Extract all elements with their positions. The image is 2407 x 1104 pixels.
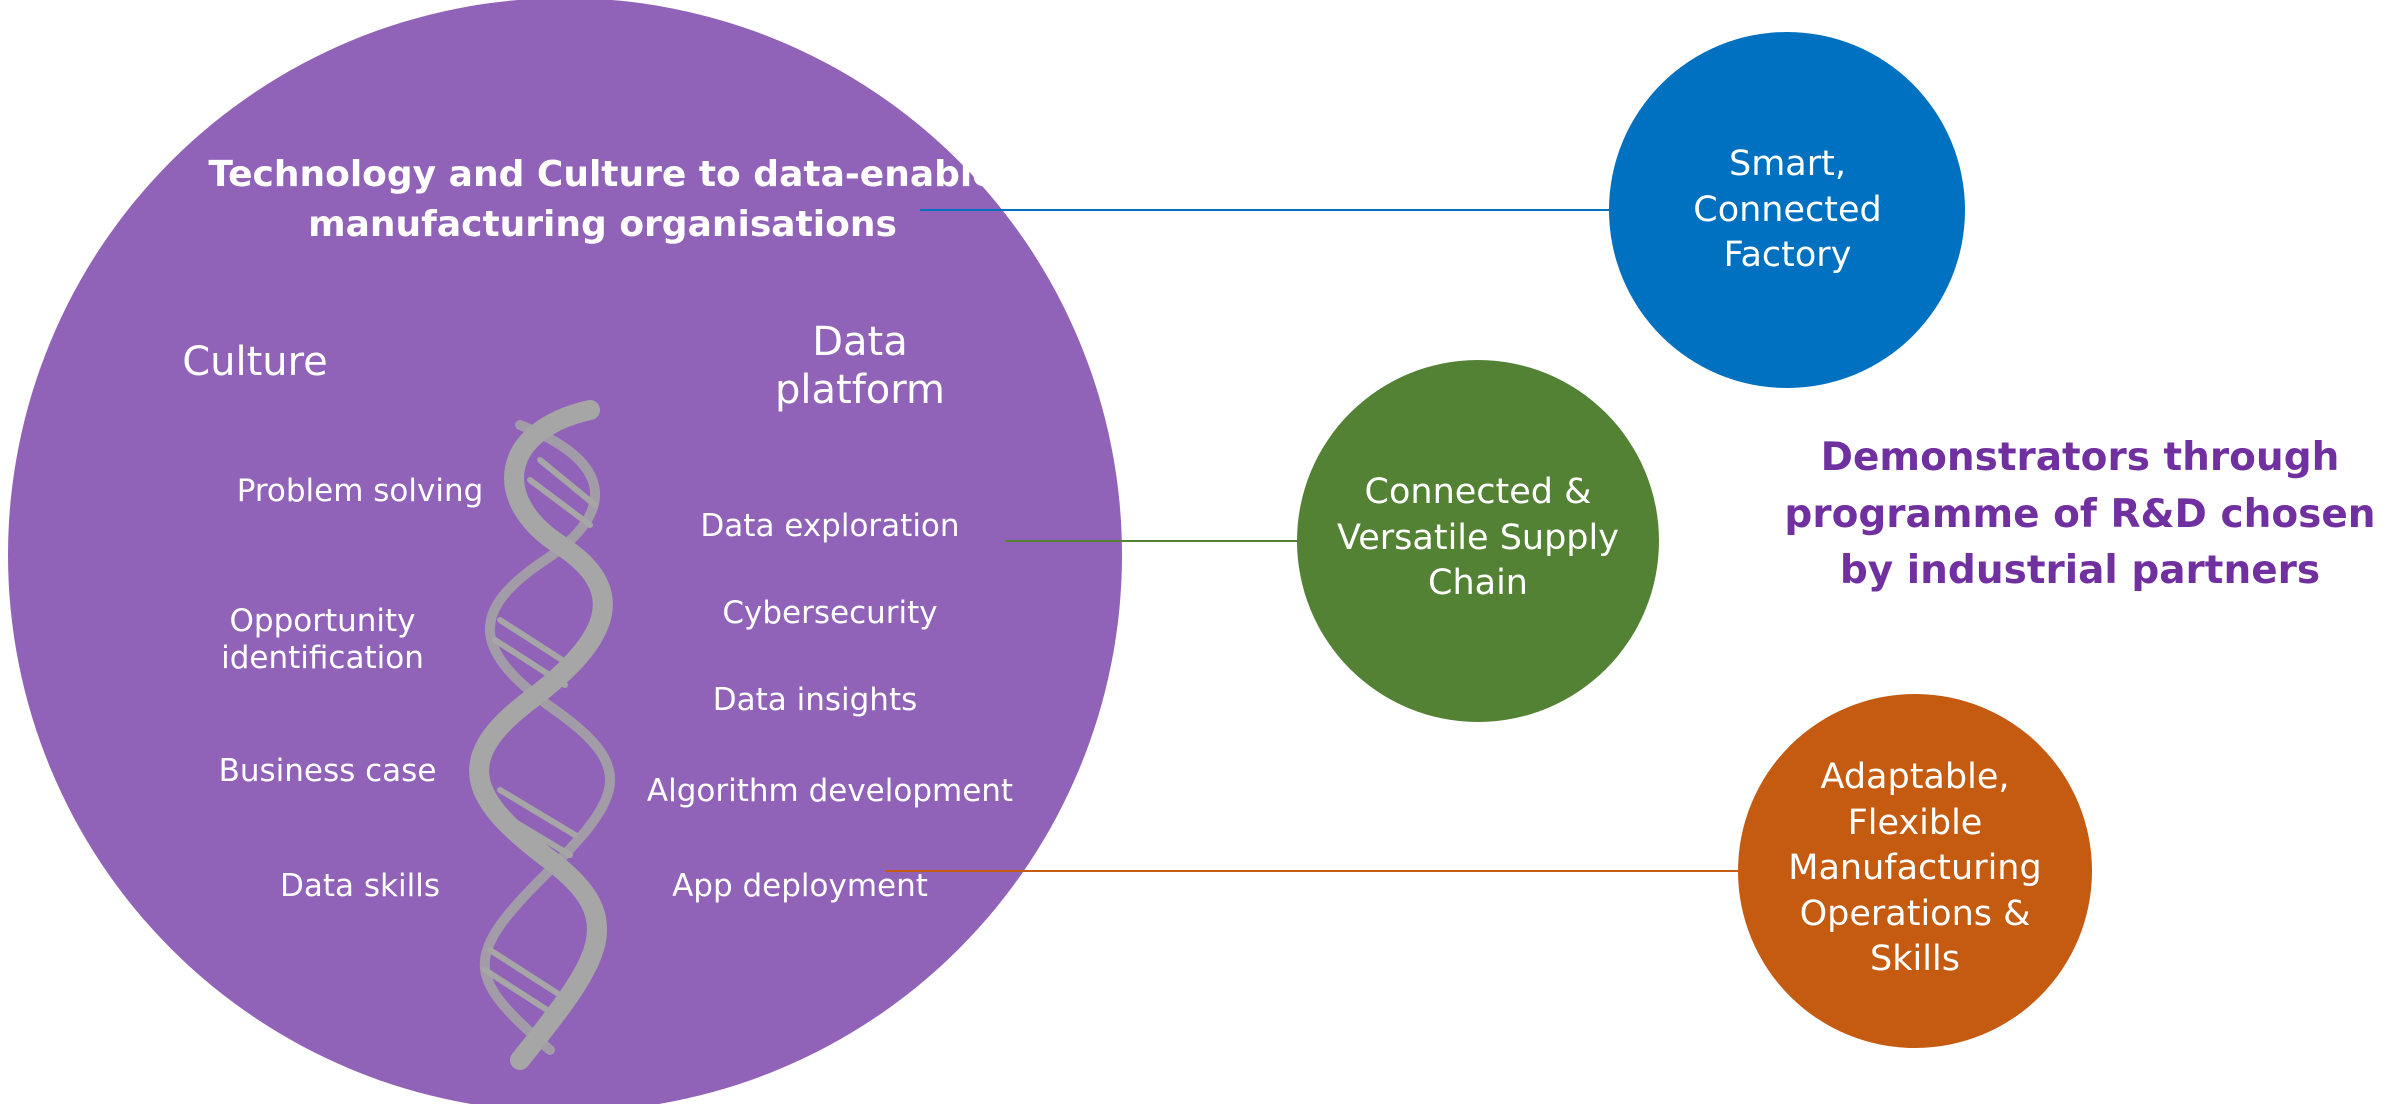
supply-chain-circle bbox=[1297, 360, 1659, 722]
flexible-manufacturing-label: Adaptable, Flexible Manufacturing Operat… bbox=[1765, 755, 2065, 983]
data-platform-heading-line2: platform bbox=[775, 367, 945, 413]
demonstrators-caption: Demonstrators through programme of R&D c… bbox=[1784, 435, 2376, 594]
supply-chain-line3: Chain bbox=[1428, 563, 1528, 603]
supply-chain-line1: Connected & bbox=[1364, 472, 1592, 512]
flexible-line2: Flexible bbox=[1847, 802, 1983, 843]
opportunity-line2: identification bbox=[221, 640, 424, 677]
supply-chain-line2: Versatile Supply bbox=[1337, 517, 1619, 558]
opportunity-line1: Opportunity bbox=[229, 603, 416, 639]
platform-item-data-exploration: Data exploration bbox=[700, 508, 960, 544]
supply-chain-label: Connected & Versatile Supply Chain bbox=[1318, 470, 1638, 607]
culture-item-problem-solving: Problem solving bbox=[236, 473, 484, 509]
platform-item-app-deployment: App deployment bbox=[672, 868, 928, 904]
smart-factory-circle bbox=[1609, 32, 1965, 388]
culture-item-data-skills: Data skills bbox=[280, 868, 440, 904]
culture-heading: Culture bbox=[182, 339, 328, 385]
main-title: Technology and Culture to data-enable ma… bbox=[208, 154, 997, 246]
smart-factory-line3: Factory bbox=[1723, 235, 1852, 275]
flexible-line5: Skills bbox=[1870, 939, 1960, 979]
culture-item-opportunity-identification: Opportunity identification bbox=[185, 603, 460, 677]
data-platform-heading: Data platform bbox=[720, 318, 1000, 414]
smart-factory-line2: Connected bbox=[1693, 189, 1882, 230]
platform-item-cybersecurity: Cybersecurity bbox=[722, 595, 938, 631]
flexible-line1: Adaptable, bbox=[1820, 757, 2010, 797]
platform-item-data-insights: Data insights bbox=[712, 682, 918, 718]
smart-factory-label: Smart, Connected Factory bbox=[1640, 142, 1935, 279]
platform-item-algorithm-development: Algorithm development bbox=[646, 773, 1014, 809]
dna-helix-icon bbox=[469, 400, 616, 1070]
smart-factory-line1: Smart, bbox=[1729, 144, 1846, 184]
flexible-manufacturing-circle bbox=[1738, 694, 2092, 1048]
culture-item-business-case: Business case bbox=[218, 753, 437, 789]
flexible-line3: Manufacturing bbox=[1788, 848, 2042, 888]
data-platform-heading-line1: Data bbox=[812, 319, 908, 365]
flexible-line4: Operations & bbox=[1799, 893, 2031, 934]
